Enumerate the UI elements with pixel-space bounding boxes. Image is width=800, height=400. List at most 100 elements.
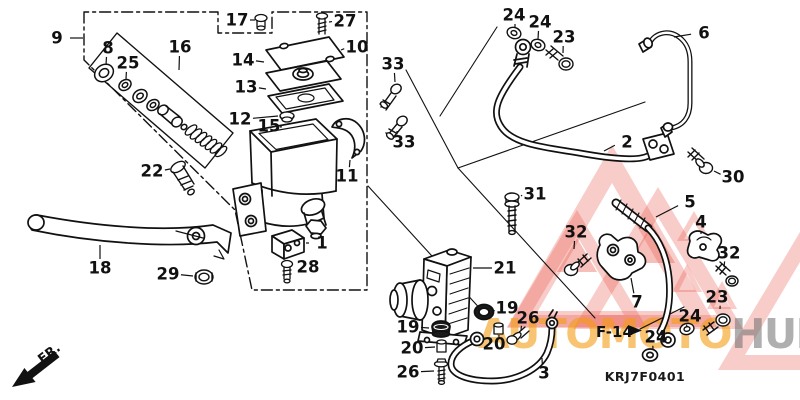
banjo-bolt: [545, 45, 574, 71]
part-number-label: 22: [141, 162, 164, 181]
part-number-label: 13: [235, 78, 258, 97]
brake-pipe: [638, 30, 693, 138]
abs-modulator: [389, 248, 472, 346]
mount-collar: [493, 322, 504, 335]
part-number-label: 23: [553, 28, 576, 47]
part-number-label: 33: [393, 133, 416, 152]
part-number-label: 27: [334, 12, 357, 31]
part-number-label: 14: [232, 51, 255, 70]
triangle-logo-icon: [718, 232, 800, 370]
triangle-logo-icon: [507, 210, 647, 328]
flange-bolt: [504, 192, 520, 236]
switch-screw: [280, 259, 294, 284]
label-leader-line: [180, 274, 194, 277]
mounting-flange: [232, 182, 267, 237]
part-number-label: 24: [503, 6, 526, 25]
master-piston: [157, 104, 188, 131]
triangle-logo-icon: [557, 238, 597, 272]
reservoir-cap-screw: [254, 13, 268, 31]
triangle-logo-icon: [707, 281, 737, 309]
mount-grommet: [473, 303, 495, 321]
master-cylinder-body: [232, 118, 338, 240]
diagram-code: KRJ7F0401: [605, 369, 686, 384]
label-leader-line: [348, 159, 351, 168]
part-number-label: 19: [397, 318, 420, 337]
label-leader-line: [420, 326, 430, 329]
part-number-label: 26: [397, 363, 420, 382]
hose-clamp: [686, 230, 723, 262]
mount-bolt: [433, 358, 449, 385]
part-number-label: 24: [645, 328, 668, 347]
label-leader-line: [252, 115, 279, 119]
brake-light-switch: [271, 229, 305, 260]
bracket-screw: [563, 253, 592, 277]
sealing-washer: [506, 26, 546, 52]
part-number-label: 24: [529, 13, 552, 32]
circlip: [118, 78, 132, 92]
label-leader-line: [713, 170, 721, 175]
reservoir-cap: [265, 36, 345, 71]
brake-lever: [27, 214, 232, 260]
piston-seals: [132, 88, 160, 112]
lever-pivot-bolt: [170, 160, 195, 196]
diaphragm-plate: [265, 60, 342, 92]
part-number-label: 33: [382, 55, 405, 74]
label-leader-line: [258, 87, 267, 90]
mount-collar: [436, 339, 447, 353]
clamp-bolt: [385, 115, 408, 140]
section-ref-label: F-14: [596, 323, 633, 341]
part-number-label: 11: [336, 167, 359, 186]
outlet-port: [300, 197, 327, 240]
part-number-label: 12: [229, 110, 252, 129]
part-number-label: 10: [346, 38, 369, 57]
part-number-label: 16: [169, 38, 192, 57]
triangle-logo-icon: [672, 264, 702, 292]
label-leader-line: [255, 60, 265, 63]
part-number-label: 4: [695, 213, 706, 232]
part-number-label: 9: [51, 29, 62, 48]
part-number-label: 30: [722, 168, 745, 187]
mount-grommet: [431, 320, 451, 338]
hose-joint-block: [642, 132, 675, 161]
label-leader-line: [340, 48, 345, 51]
label-leader-line: [164, 168, 171, 171]
reservoir-diaphragm: [267, 83, 344, 114]
label-leader-line: [520, 194, 523, 197]
float-cup: [279, 111, 295, 123]
diagram-line-art: [27, 11, 739, 385]
modulator-hose: [447, 309, 559, 385]
part-number-label: 26: [517, 309, 540, 328]
part-number-label: 6: [698, 24, 709, 43]
label-leader-line: [420, 370, 435, 373]
part-number-label: 32: [565, 223, 588, 242]
piston-boot: [93, 63, 115, 83]
part-number-label: 5: [684, 193, 695, 212]
hose-stay-bracket: [596, 233, 647, 281]
brake-hose-lower: [611, 198, 676, 362]
label-leader-line: [424, 346, 436, 349]
right-arrow-icon: [628, 325, 642, 336]
reservoir-cap-screw: [315, 12, 329, 35]
part-number-label: 24: [679, 307, 702, 326]
part-number-label: 23: [706, 288, 729, 307]
handlebar-clamp: [331, 117, 366, 159]
part-number-label: 25: [117, 54, 140, 73]
label-leader-line: [723, 261, 726, 268]
clamp-screw: [715, 261, 739, 287]
part-number-label: 17: [226, 11, 249, 30]
part-number-label: 2: [621, 133, 632, 152]
banjo-bolt: [702, 313, 731, 336]
group-box-master-cylinder: [83, 11, 368, 291]
section-reference: F-14: [596, 323, 642, 341]
label-leader-line: [655, 205, 679, 218]
fr-direction-arrow-icon: [12, 350, 60, 387]
part-number-label: 21: [494, 259, 517, 278]
piston-spring: [184, 124, 228, 158]
modulator-motor: [389, 279, 429, 321]
label-leader-line: [673, 33, 692, 38]
label-leader-line: [393, 72, 396, 83]
part-number-label: 32: [718, 244, 741, 263]
